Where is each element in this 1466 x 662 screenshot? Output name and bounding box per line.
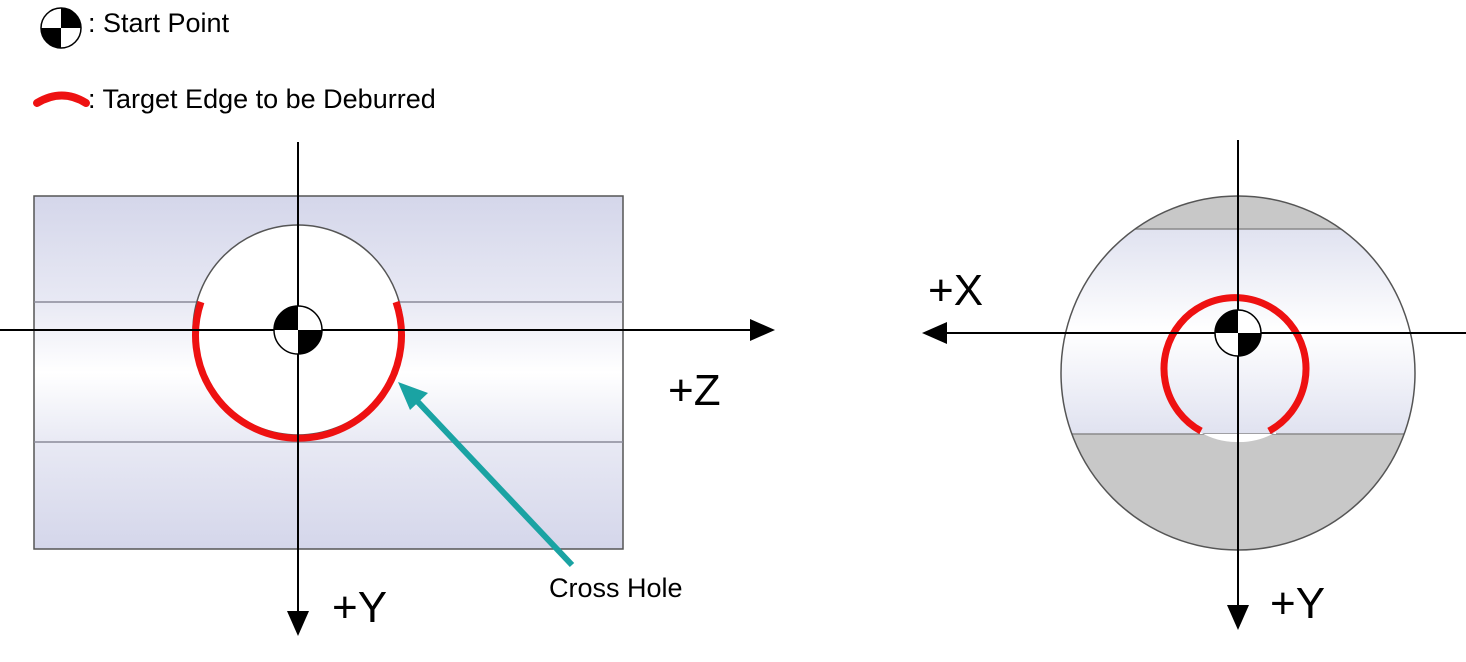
side-view: +Z +Y Cross Hole (0, 142, 775, 636)
end-start-point-icon (1214, 309, 1262, 357)
start-point-legend-label: : Start Point (88, 8, 230, 38)
x-axis-label: +X (928, 266, 983, 315)
side-y-axis-label: +Y (332, 583, 387, 632)
side-y-axis-arrowhead (287, 611, 309, 636)
start-point-icon (40, 7, 82, 49)
end-deburr-edge (1160, 294, 1310, 435)
x-axis-arrowhead (922, 322, 947, 344)
deburr-edge-icon (33, 91, 90, 107)
cross-hole-callout-arrowhead (398, 382, 428, 410)
cross-hole-callout-line (415, 399, 575, 568)
side-start-point-icon (273, 305, 323, 355)
target-edge-legend-label: : Target Edge to be Deburred (88, 84, 436, 114)
end-y-axis-arrowhead (1227, 605, 1249, 630)
cross-hole-label: Cross Hole (549, 573, 683, 603)
legend: : Start Point : Target Edge to be Deburr… (33, 7, 436, 114)
end-y-axis-label: +Y (1270, 579, 1325, 628)
end-view: +X +Y (922, 140, 1466, 630)
z-axis-label: +Z (668, 366, 721, 415)
z-axis-arrowhead (750, 319, 775, 341)
